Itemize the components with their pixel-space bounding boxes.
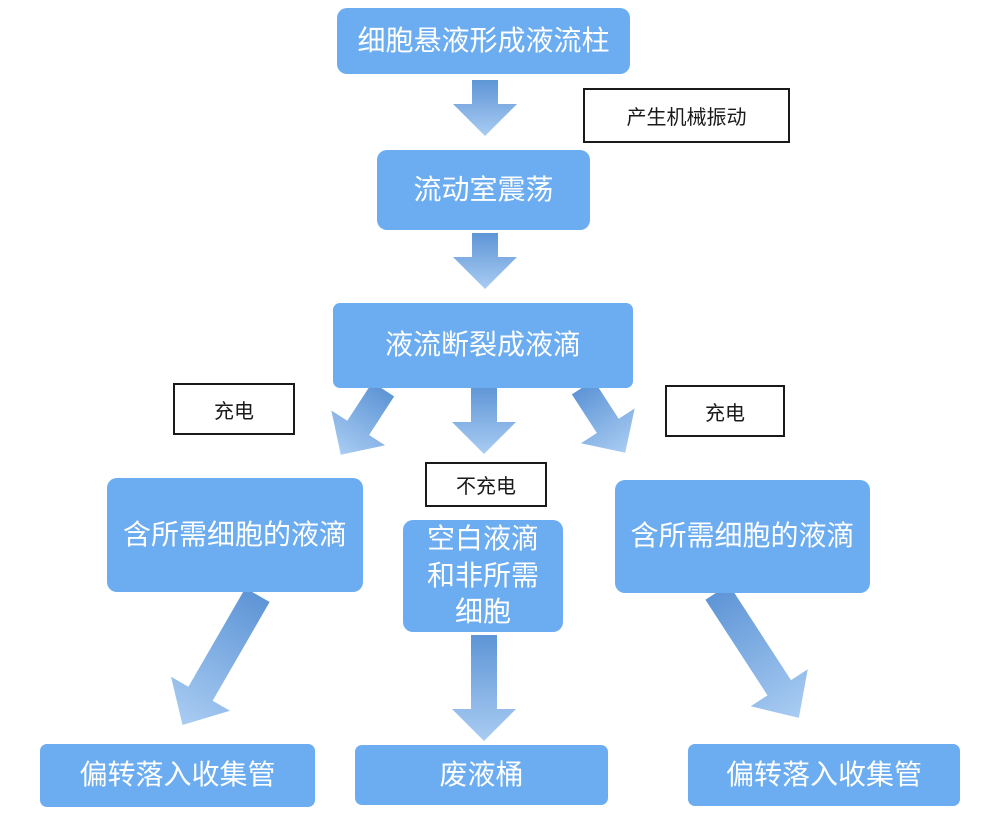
arrow-oscillation-to-breakup	[453, 233, 517, 289]
node-desired-cell-drop-right: 含所需细胞的液滴	[615, 480, 870, 593]
node-blank-drop: 空白液滴 和非所需 细胞	[403, 520, 563, 632]
node-collect-tube-left: 偏转落入收集管	[40, 744, 315, 807]
label-no-charge: 不充电	[425, 462, 547, 507]
label-charge-right: 充电	[665, 385, 785, 437]
arrow-breakup-to-mid-drop	[452, 386, 516, 454]
arrow-left-drop-to-collect	[171, 588, 270, 725]
arrow-suspension-to-oscillation	[453, 80, 517, 136]
label-charge-left: 充电	[173, 383, 295, 435]
label-mechanical-vibration: 产生机械振动	[583, 88, 790, 143]
node-cell-suspension: 细胞悬液形成液流柱	[337, 8, 630, 74]
node-stream-breakup: 液流断裂成液滴	[333, 303, 633, 388]
arrow-mid-drop-to-waste	[452, 635, 516, 741]
node-desired-cell-drop-left: 含所需细胞的液滴	[107, 478, 363, 592]
node-flow-chamber-oscillation: 流动室震荡	[377, 150, 590, 230]
node-collect-tube-right: 偏转落入收集管	[688, 744, 960, 806]
arrow-right-drop-to-collect	[705, 584, 808, 718]
node-waste-bucket: 废液桶	[355, 745, 608, 805]
